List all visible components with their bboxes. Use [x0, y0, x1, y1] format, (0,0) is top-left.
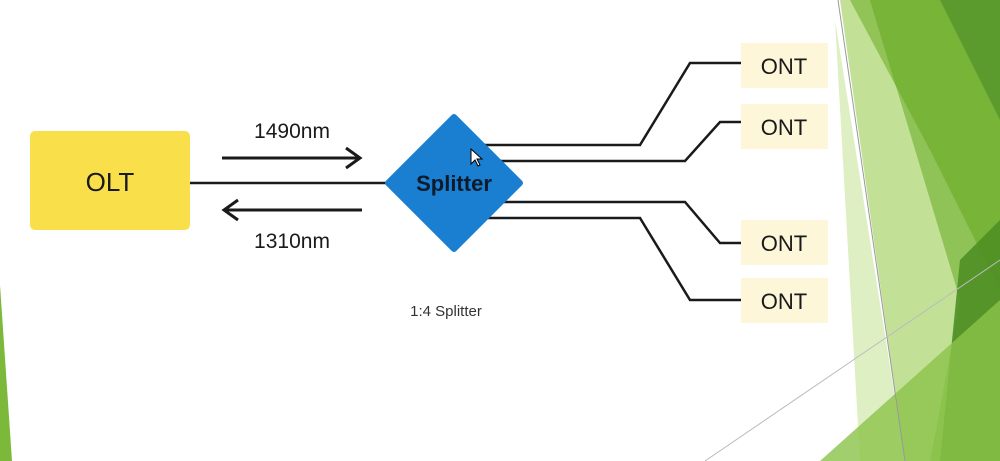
decor-line-1 — [837, 0, 906, 461]
ont-box — [741, 220, 828, 265]
ont-box — [741, 43, 828, 88]
green-triangle-light — [840, 0, 960, 461]
green-triangle-lower — [820, 300, 1000, 461]
ont-box — [741, 104, 828, 149]
ont-label: ONT — [761, 231, 807, 256]
ont-node-2: ONT — [741, 104, 828, 149]
ont-node-3: ONT — [741, 220, 828, 265]
green-decoration-left — [0, 285, 12, 461]
arrow-right-icon — [222, 146, 363, 170]
olt-box — [30, 131, 190, 230]
mouse-cursor-icon — [470, 147, 484, 167]
downstream-indicator: 1490nm — [222, 120, 363, 170]
ont-node-1: ONT — [741, 43, 828, 88]
splitter-label: Splitter — [416, 171, 492, 196]
ont-label: ONT — [761, 115, 807, 140]
arrow-left-icon — [221, 198, 362, 222]
upstream-indicator: 1310nm — [221, 198, 362, 253]
ont-label: ONT — [761, 54, 807, 79]
splitter-diamond — [385, 114, 523, 252]
fiber-to-ont-2 — [480, 120, 742, 163]
fiber-to-ont-1 — [480, 61, 742, 147]
downstream-wavelength-label: 1490nm — [254, 120, 330, 143]
ont-node-4: ONT — [741, 278, 828, 323]
ont-label: ONT — [761, 289, 807, 314]
splitter-caption: 1:4 Splitter — [410, 303, 482, 320]
olt-node: OLT — [30, 131, 190, 230]
green-decoration-right — [704, 0, 1000, 461]
fiber-to-ont-3 — [480, 200, 742, 245]
olt-label: OLT — [86, 167, 135, 197]
fiber-to-ont-4 — [480, 216, 742, 302]
upstream-wavelength-label: 1310nm — [254, 230, 330, 253]
green-triangle-pale — [835, 20, 905, 461]
decor-line-2 — [704, 259, 1000, 461]
splitter-node: Splitter — [385, 114, 523, 252]
ont-box — [741, 278, 828, 323]
fiber-lines — [190, 61, 742, 302]
